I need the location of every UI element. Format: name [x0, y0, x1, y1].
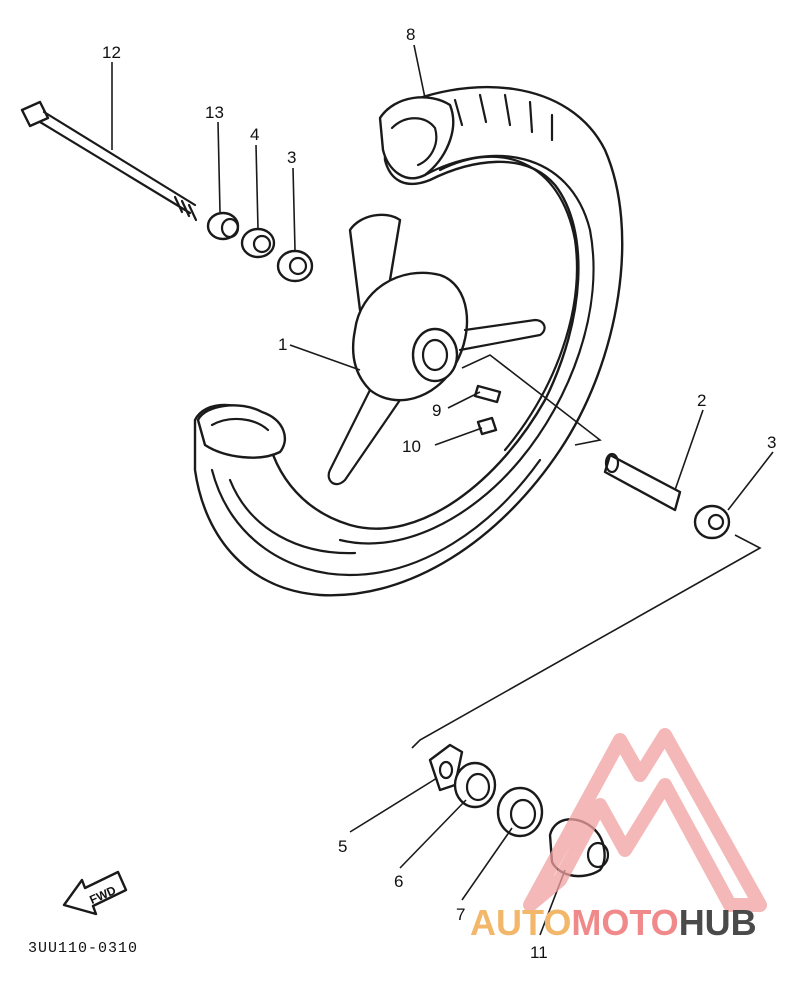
oil-seal-3-right: [693, 504, 731, 540]
callout-3-left: 3: [287, 148, 296, 167]
fwd-arrow: FWD: [62, 870, 128, 916]
callout-3-right: 3: [767, 433, 776, 452]
callout-4: 4: [250, 125, 259, 144]
watermark-logo-icon: [523, 728, 767, 912]
callout-9: 9: [432, 401, 441, 420]
callout-12: 12: [102, 43, 121, 62]
valve-stem: [473, 384, 502, 436]
callout-6: 6: [394, 872, 403, 891]
callout-10: 10: [402, 437, 421, 456]
assembly-guide-lines: [411, 354, 762, 749]
bearing-4: [240, 227, 276, 259]
bearing-7: [496, 786, 544, 838]
oil-seal-6: [453, 761, 497, 809]
callout-11: 11: [530, 943, 548, 962]
watermark-text: AUTOMOTOHUB: [470, 902, 757, 943]
watermark-part-hub: HUB: [679, 902, 757, 943]
spacer-13: [206, 211, 240, 241]
leader-lines: [111, 44, 774, 936]
lock-washer-5: [428, 743, 464, 792]
wheel-hub: [327, 213, 546, 486]
watermark-part-moto: MOTO: [571, 902, 678, 943]
collar-2: [603, 452, 682, 512]
callout-1: 1: [278, 335, 287, 354]
callout-13: 13: [205, 103, 224, 122]
axle-shaft: [20, 100, 198, 222]
oil-seal-3-left: [276, 249, 314, 283]
tire-rim: [193, 85, 624, 597]
callout-5: 5: [338, 837, 347, 856]
callout-2: 2: [697, 391, 706, 410]
callout-8: 8: [406, 25, 415, 44]
diagram-code: 3UU110-0310: [28, 940, 138, 957]
callout-7: 7: [456, 905, 465, 924]
watermark-part-auto: AUTO: [470, 902, 571, 943]
callout-labels: 12 13 4 3 8 1 9 10 2 3 5 6 7 11: [102, 25, 776, 962]
